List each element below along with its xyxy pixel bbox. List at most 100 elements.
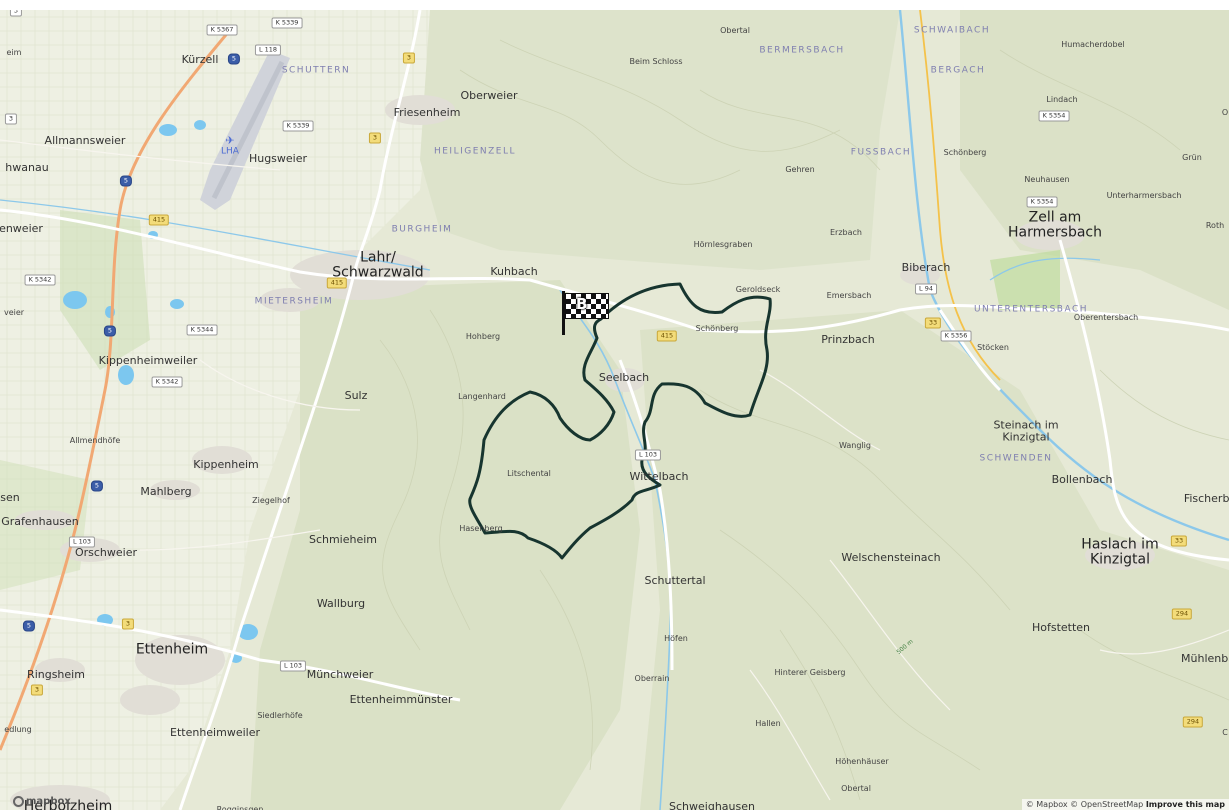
road-shield: L 103: [279, 660, 307, 672]
place-label: Allmannsweier: [44, 134, 126, 148]
place-label: Humacherdobel: [1061, 39, 1125, 49]
place-label: Bollenbach: [1051, 473, 1113, 487]
road-shield: 3: [121, 618, 135, 630]
place-label: Geroldseck: [735, 284, 781, 294]
place-label: Mühlenba: [1181, 652, 1229, 666]
place-label: Obertal: [841, 783, 871, 793]
road-shield: K 5354: [1038, 110, 1070, 122]
district-label: SCHWENDEN: [979, 453, 1053, 464]
district-label: FUSSBACH: [850, 147, 912, 158]
place-label: Grafenhausen: [1, 515, 79, 529]
place-label: Emersbach: [826, 290, 872, 300]
place-label: Höfen: [664, 633, 688, 643]
place-label: Schuttertal: [644, 574, 706, 588]
place-label: Obertal: [720, 25, 750, 35]
road-shield: 3: [368, 132, 382, 144]
place-label: Orschweier: [74, 546, 138, 560]
road-shield: 3: [9, 10, 23, 17]
place-label: Hofstetten: [1031, 621, 1091, 635]
place-label: Hugsweier: [248, 152, 308, 166]
place-label: Litschental: [507, 468, 551, 478]
road-shield: L 94: [915, 283, 937, 295]
district-label: HEILIGENZELL: [433, 146, 517, 157]
district-label: MIETERSHEIM: [254, 296, 334, 307]
road-shield: 3: [30, 684, 44, 696]
place-label: Ringsheim: [27, 668, 85, 682]
place-label: O: [1221, 107, 1229, 117]
place-label: Schmieheim: [308, 533, 378, 547]
road-shield: 415: [656, 330, 678, 342]
start-finish-flag-marker[interactable]: B: [562, 291, 609, 335]
place-label: Wittelbach: [629, 470, 689, 484]
map-base: [0, 10, 1229, 810]
place-label: Oberweier: [460, 89, 518, 103]
place-label: Mahlberg: [140, 485, 192, 499]
checkered-flag-icon: [565, 293, 609, 319]
place-label: Schönberg: [943, 147, 987, 157]
place-label: Kuhbach: [490, 265, 538, 279]
place-label: Sulz: [344, 389, 368, 403]
place-label: Hörnlesgraben: [693, 239, 753, 249]
road-shield: L 118: [254, 44, 282, 56]
mapbox-logo[interactable]: mapbox: [13, 796, 71, 807]
road-shield: 33: [924, 317, 942, 329]
place-label: Schönberg: [695, 323, 739, 333]
place-label: Ziegelhof: [252, 495, 290, 505]
place-label: Erzbach: [830, 227, 862, 237]
place-label: Fischerba: [1183, 492, 1229, 506]
route-track: [468, 282, 772, 560]
place-label: Friesenheim: [393, 106, 461, 120]
place-label: edlung: [4, 724, 32, 734]
road-shield: 415: [148, 214, 170, 226]
flag-pole: [562, 291, 565, 335]
place-label: Wallburg: [316, 597, 366, 611]
place-label: Roth: [1205, 220, 1225, 230]
airport-label: LHA: [221, 146, 239, 157]
district-label: SCHUTTERN: [281, 65, 351, 76]
road-shield: K 5344: [186, 324, 218, 336]
place-label: veier: [3, 307, 25, 317]
place-label: Rogginsgen: [216, 804, 264, 810]
road-shield: 5: [90, 480, 104, 492]
road-shield: K 5354: [1026, 196, 1058, 208]
place-label: Grün: [1182, 152, 1202, 162]
district-label: BERGACH: [930, 65, 986, 76]
road-shield: 33: [1170, 535, 1188, 547]
place-label: Unterharmersbach: [1106, 190, 1182, 200]
place-label: Ettenheimweiler: [170, 726, 260, 740]
airplane-icon: ✈: [225, 134, 235, 148]
attribution-mapbox-link[interactable]: © Mapbox: [1025, 800, 1068, 809]
mapbox-logo-icon: [13, 796, 24, 807]
improve-map-link[interactable]: Improve this map: [1145, 800, 1225, 809]
place-label: C: [1222, 727, 1228, 737]
attribution-osm-link[interactable]: © OpenStreetMap: [1070, 800, 1144, 809]
road-shield: 3: [402, 52, 416, 64]
place-label: Neuhausen: [1024, 174, 1070, 184]
marker-letter: B: [576, 295, 588, 313]
place-label: Allmendhöfe: [69, 435, 121, 445]
place-label: Oberentersbach: [1073, 312, 1139, 322]
place-label: Stöcken: [977, 342, 1009, 352]
place-label: Hasenberg: [459, 523, 503, 533]
place-label: eim: [6, 47, 22, 57]
district-label: BERMERSBACH: [759, 45, 845, 56]
road-shield: 294: [1171, 608, 1193, 620]
place-label: Ettenheim: [135, 641, 209, 658]
place-label: Höhenhäuser: [835, 756, 889, 766]
place-label: Kippenheim: [193, 458, 259, 472]
place-label: Ettenheimmünster: [349, 693, 453, 707]
district-label: SCHWAIBACH: [913, 25, 991, 36]
district-label: UNTERENTERSBACH: [973, 304, 1089, 315]
place-label: Welschensteinach: [841, 551, 941, 565]
place-label: Siedlerhöfe: [257, 710, 303, 720]
place-label: Wanglig: [839, 440, 871, 450]
place-label: Hallen: [755, 718, 781, 728]
road-shield: L 103: [634, 449, 662, 461]
place-label: Herbolzheim: [23, 798, 113, 810]
place-label: Langenhard: [458, 391, 506, 401]
road-shield: K 5339: [271, 17, 303, 29]
